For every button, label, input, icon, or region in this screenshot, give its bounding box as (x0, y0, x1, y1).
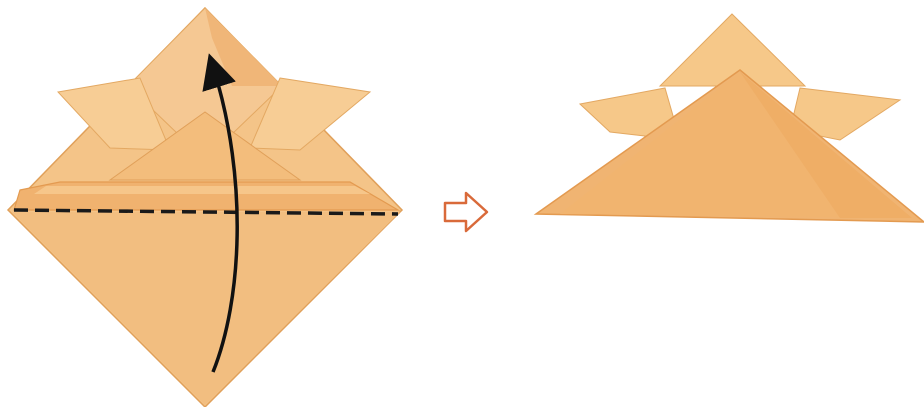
step-after-fold (536, 14, 924, 222)
outline-right-arrow-icon (445, 193, 487, 231)
brim-band-highlight (34, 186, 370, 194)
step-before-fold (8, 8, 402, 407)
paper-lower-body (12, 212, 400, 405)
